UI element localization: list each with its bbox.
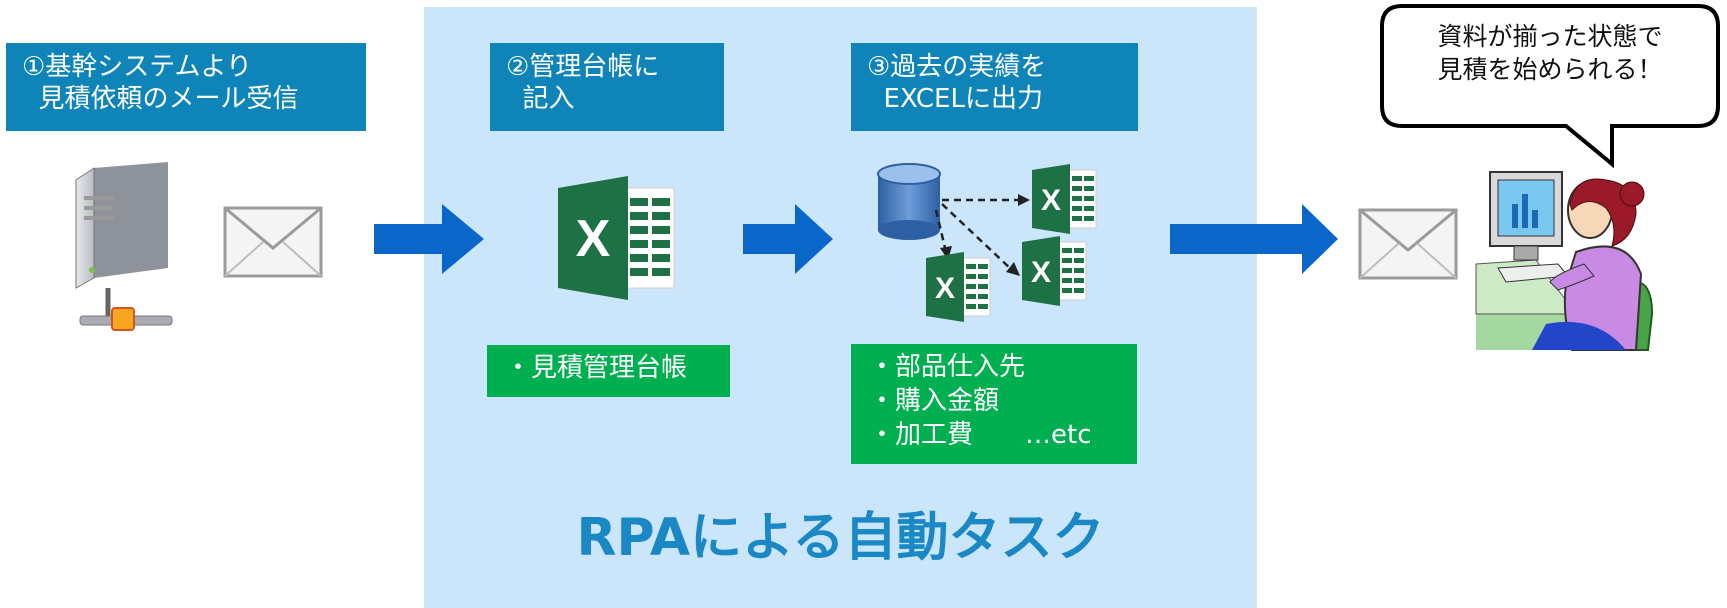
arrow-right-icon (743, 204, 833, 274)
step-3-label: ③過去の実績を EXCELに出力 (851, 43, 1138, 131)
ledger-list-item: ・見積管理台帳 (505, 353, 688, 383)
excel-icon: X (1022, 236, 1087, 306)
output-list-item: ・部品仕入先 (869, 352, 1026, 382)
ledger-list-box: ・見積管理台帳 (487, 345, 730, 397)
output-list-item: ・購入金額 (869, 386, 1000, 416)
svg-text:X: X (576, 210, 611, 268)
arrow-right-icon (1170, 204, 1338, 274)
envelope-icon (1358, 208, 1458, 280)
arrow-right-icon (374, 204, 484, 274)
speech-bubble-shape (1380, 4, 1720, 169)
person-at-computer-icon (1475, 171, 1654, 351)
svg-text:X: X (935, 272, 955, 305)
excel-icon: X (926, 252, 991, 322)
step-1-line-2: 見積依頼のメール受信 (22, 84, 299, 114)
step-2-line-2: 記入 (506, 84, 575, 114)
database-export-group: X X X (877, 163, 1097, 322)
svg-text:X: X (1031, 256, 1051, 289)
rpa-title: RPAによる自動タスク (576, 508, 1105, 568)
step-3-line-2: EXCELに出力 (867, 84, 1043, 114)
database-icon (877, 163, 941, 240)
excel-icon: X (1032, 164, 1097, 234)
speech-bubble-text: 資料が揃った状態で 見積を始められる！ (1390, 20, 1710, 86)
step-2-line-1: ②管理台帳に (506, 52, 660, 82)
speech-bubble-line-1: 資料が揃った状態で (1437, 22, 1663, 51)
step-1-line-1: ①基幹システムより (22, 52, 253, 82)
step-2-label: ②管理台帳に 記入 (490, 43, 724, 131)
server-icon (75, 162, 173, 331)
output-list-item: ・加工費 …etc (869, 420, 1092, 450)
step-3-line-1: ③過去の実績を (867, 52, 1047, 82)
svg-text:X: X (1041, 184, 1061, 217)
excel-icon: X (558, 176, 675, 300)
speech-bubble-line-2: 見積を始められる！ (1437, 55, 1663, 84)
step-1-label: ①基幹システムより 見積依頼のメール受信 (6, 43, 366, 131)
output-list-box: ・部品仕入先 ・購入金額 ・加工費 …etc (851, 344, 1137, 464)
envelope-icon (223, 206, 323, 278)
